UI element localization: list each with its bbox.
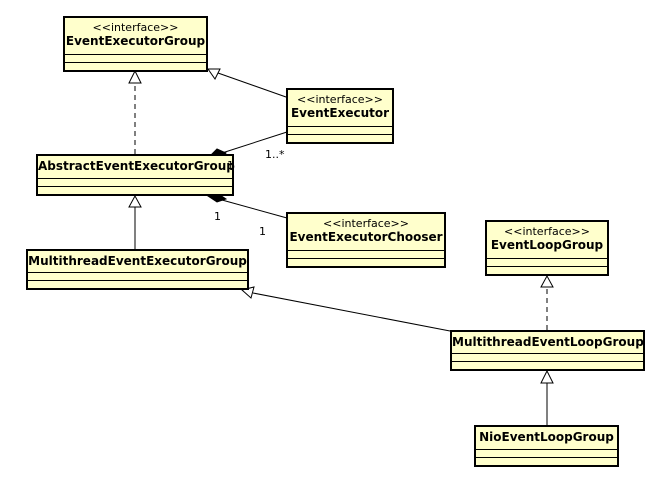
stereotype-label: <<interface>>	[323, 217, 409, 230]
class-header: <<interface>> EventExecutorChooser	[288, 214, 444, 251]
attributes-section	[288, 127, 392, 135]
multiplicity-executor-composite-end: 1	[227, 159, 234, 172]
class-header: MultithreadEventLoopGroup	[452, 332, 644, 354]
class-header: NioEventLoopGroup	[476, 427, 617, 450]
class-header: AbstractEventExecutorGroup	[38, 156, 235, 179]
class-name: MultithreadEventExecutorGroup	[28, 254, 247, 268]
edge-abstract-group-implements-event-executor-group	[128, 69, 142, 154]
class-nio-event-loop-group[interactable]: NioEventLoopGroup	[474, 425, 619, 467]
multiplicity-chooser-part-end: 1	[259, 225, 266, 238]
class-name: EventLoopGroup	[490, 238, 604, 252]
multiplicity-chooser-composite-end: 1	[214, 210, 221, 223]
operations-section	[65, 63, 206, 70]
attributes-section	[487, 259, 607, 267]
edge-event-executor-extends-event-executor-group	[207, 68, 287, 98]
class-multithread-event-executor-group[interactable]: MultithreadEventExecutorGroup	[26, 249, 249, 290]
multiplicity-executor-part-end: 1..*	[265, 148, 285, 161]
class-name: EventExecutorGroup	[65, 34, 206, 48]
class-event-executor-group[interactable]: <<interface>> EventExecutorGroup	[63, 16, 208, 72]
class-name: NioEventLoopGroup	[479, 430, 614, 444]
operations-section	[28, 281, 247, 288]
class-header: MultithreadEventExecutorGroup	[28, 251, 247, 273]
operations-section	[476, 458, 617, 465]
stereotype-label: <<interface>>	[92, 21, 179, 34]
operations-section	[38, 187, 232, 194]
edge-nio-loop-group-extends-multithread-loop-group	[540, 369, 554, 425]
operations-section	[288, 259, 444, 266]
class-abstract-event-executor-group[interactable]: AbstractEventExecutorGroup	[36, 154, 235, 196]
operations-section	[452, 362, 643, 369]
class-event-executor-chooser[interactable]: <<interface>> EventExecutorChooser	[286, 212, 446, 268]
edge-multithread-loop-group-extends-multithread-executor-group	[240, 286, 451, 332]
attributes-section	[452, 354, 643, 362]
edge-multithread-loop-group-implements-event-loop-group	[540, 274, 554, 330]
class-event-executor[interactable]: <<interface>> EventExecutor	[286, 88, 394, 144]
attributes-section	[288, 251, 444, 259]
class-name: AbstractEventExecutorGroup	[38, 159, 235, 173]
stereotype-label: <<interface>>	[297, 93, 383, 106]
stereotype-label: <<interface>>	[504, 225, 590, 238]
class-name: EventExecutorChooser	[289, 230, 443, 244]
operations-section	[487, 267, 607, 274]
operations-section	[288, 135, 392, 142]
class-header: <<interface>> EventLoopGroup	[487, 222, 607, 259]
attributes-section	[476, 450, 617, 458]
class-multithread-event-loop-group[interactable]: MultithreadEventLoopGroup	[450, 330, 645, 371]
attributes-section	[38, 179, 232, 187]
attributes-section	[28, 273, 247, 281]
class-header: <<interface>> EventExecutorGroup	[65, 18, 206, 55]
edge-multithread-executor-group-extends-abstract-group	[128, 194, 142, 249]
class-name: MultithreadEventLoopGroup	[452, 335, 644, 349]
class-header: <<interface>> EventExecutor	[288, 90, 392, 127]
class-event-loop-group[interactable]: <<interface>> EventLoopGroup	[485, 220, 609, 276]
attributes-section	[65, 55, 206, 63]
class-name: EventExecutor	[290, 106, 390, 120]
